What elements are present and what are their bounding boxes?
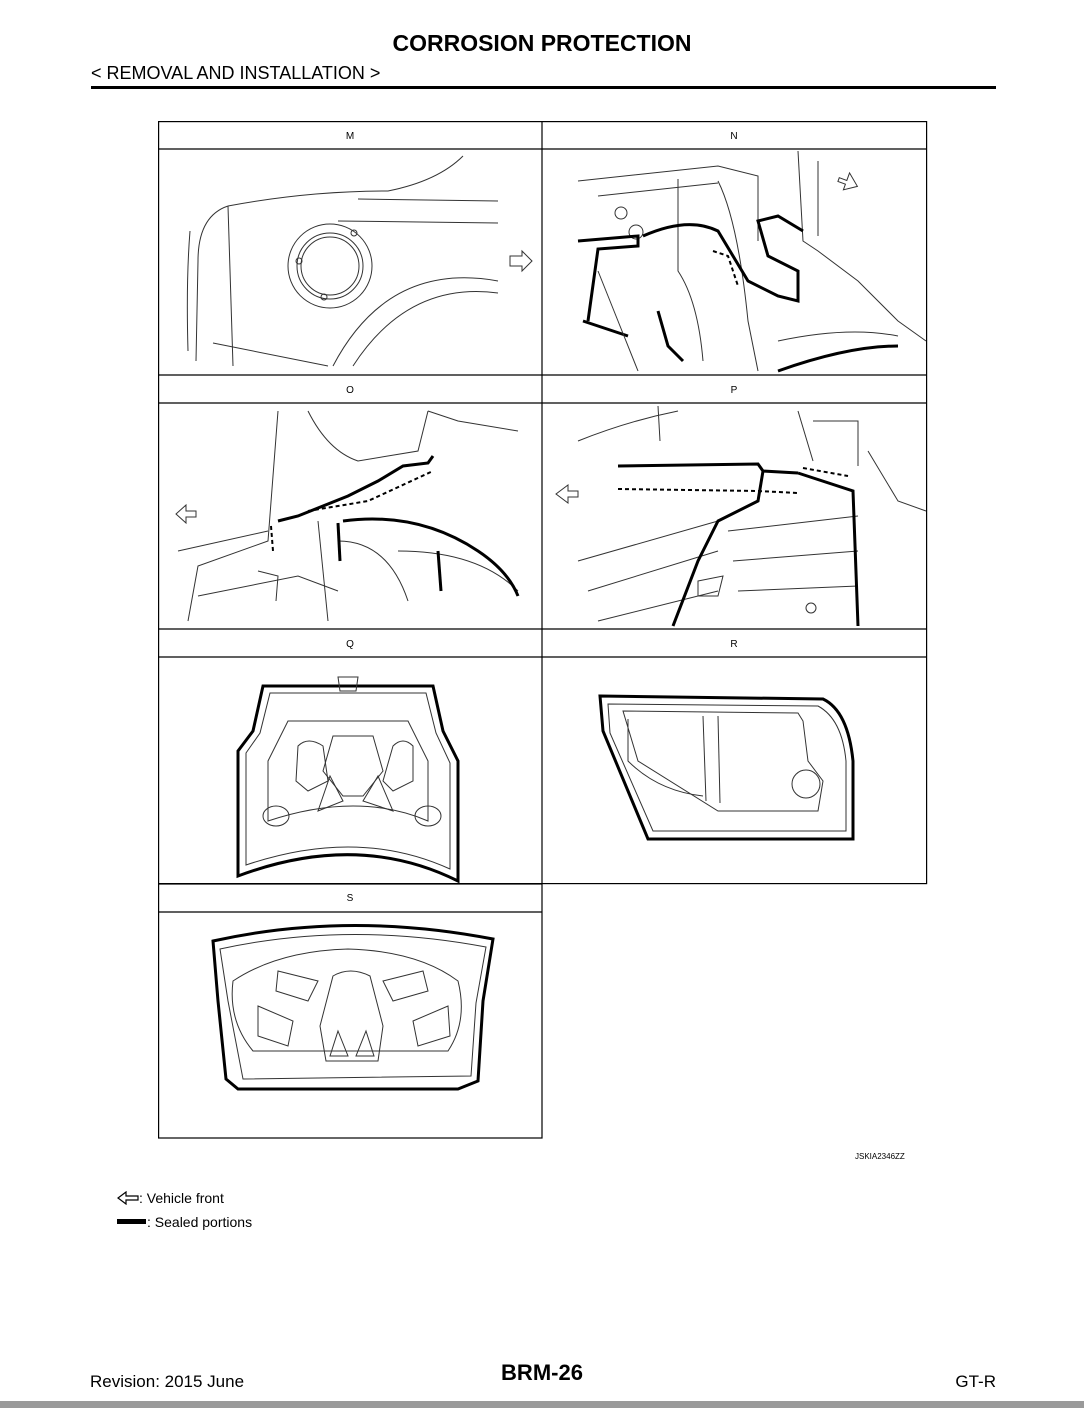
section-title: < REMOVAL AND INSTALLATION > (91, 63, 381, 83)
panel-n-drawing (577, 150, 927, 373)
legend-sealed-portions: : Sealed portions (117, 1214, 252, 1230)
panel-m-drawing (186, 155, 533, 367)
panel-s-drawing (211, 923, 495, 1091)
panel-label-r: R (730, 639, 737, 650)
thick-line-icon (117, 1219, 146, 1224)
panel-label-m: M (346, 131, 354, 142)
figure-grid (158, 121, 928, 1139)
page-title: CORROSION PROTECTION (392, 30, 692, 56)
panel-label-o: O (346, 385, 354, 396)
header-rule (91, 86, 996, 89)
bottom-bar (0, 1401, 1084, 1408)
panel-p-drawing (555, 405, 927, 627)
footer-revision: Revision: 2015 June (90, 1372, 245, 1391)
hollow-arrow-icon (117, 1191, 139, 1205)
legend-sealed-portions-text: : Sealed portions (147, 1214, 253, 1230)
corrosion-figure: M N O P Q R S (158, 121, 928, 1139)
panel-label-q: Q (346, 639, 354, 650)
panel-o-drawing (175, 410, 520, 622)
legend-vehicle-front-text: : Vehicle front (139, 1190, 224, 1206)
panel-r-drawing (598, 694, 855, 841)
panel-q-drawing (236, 676, 460, 884)
figure-id: JSKIA2346ZZ (855, 1152, 905, 1161)
panel-label-p: P (731, 385, 738, 396)
footer-page-number: BRM-26 (501, 1360, 583, 1385)
footer-model: GT-R (955, 1372, 996, 1391)
panel-label-n: N (730, 131, 737, 142)
panel-label-s: S (347, 893, 354, 904)
legend-vehicle-front: : Vehicle front (117, 1190, 224, 1206)
